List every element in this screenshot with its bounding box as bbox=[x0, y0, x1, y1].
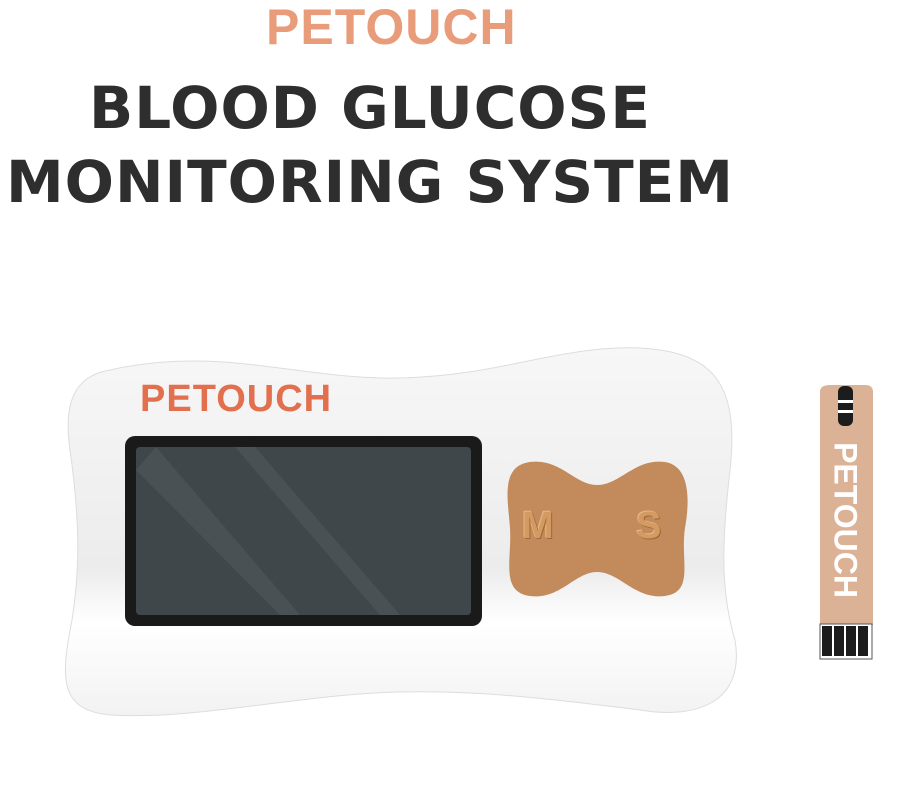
test-strip bbox=[820, 385, 873, 625]
s-button[interactable]: S bbox=[636, 505, 662, 547]
button-pad bbox=[507, 461, 688, 597]
page-title-line2: MONITORING SYSTEM bbox=[5, 148, 735, 216]
page-title-line1: BLOOD GLUCOSE bbox=[89, 74, 651, 142]
m-button[interactable]: M bbox=[522, 505, 554, 547]
brand-logo: PETOUCH bbox=[266, 0, 517, 55]
strip-logo: PETOUCH bbox=[827, 442, 864, 598]
meter-logo: PETOUCH bbox=[140, 378, 333, 420]
